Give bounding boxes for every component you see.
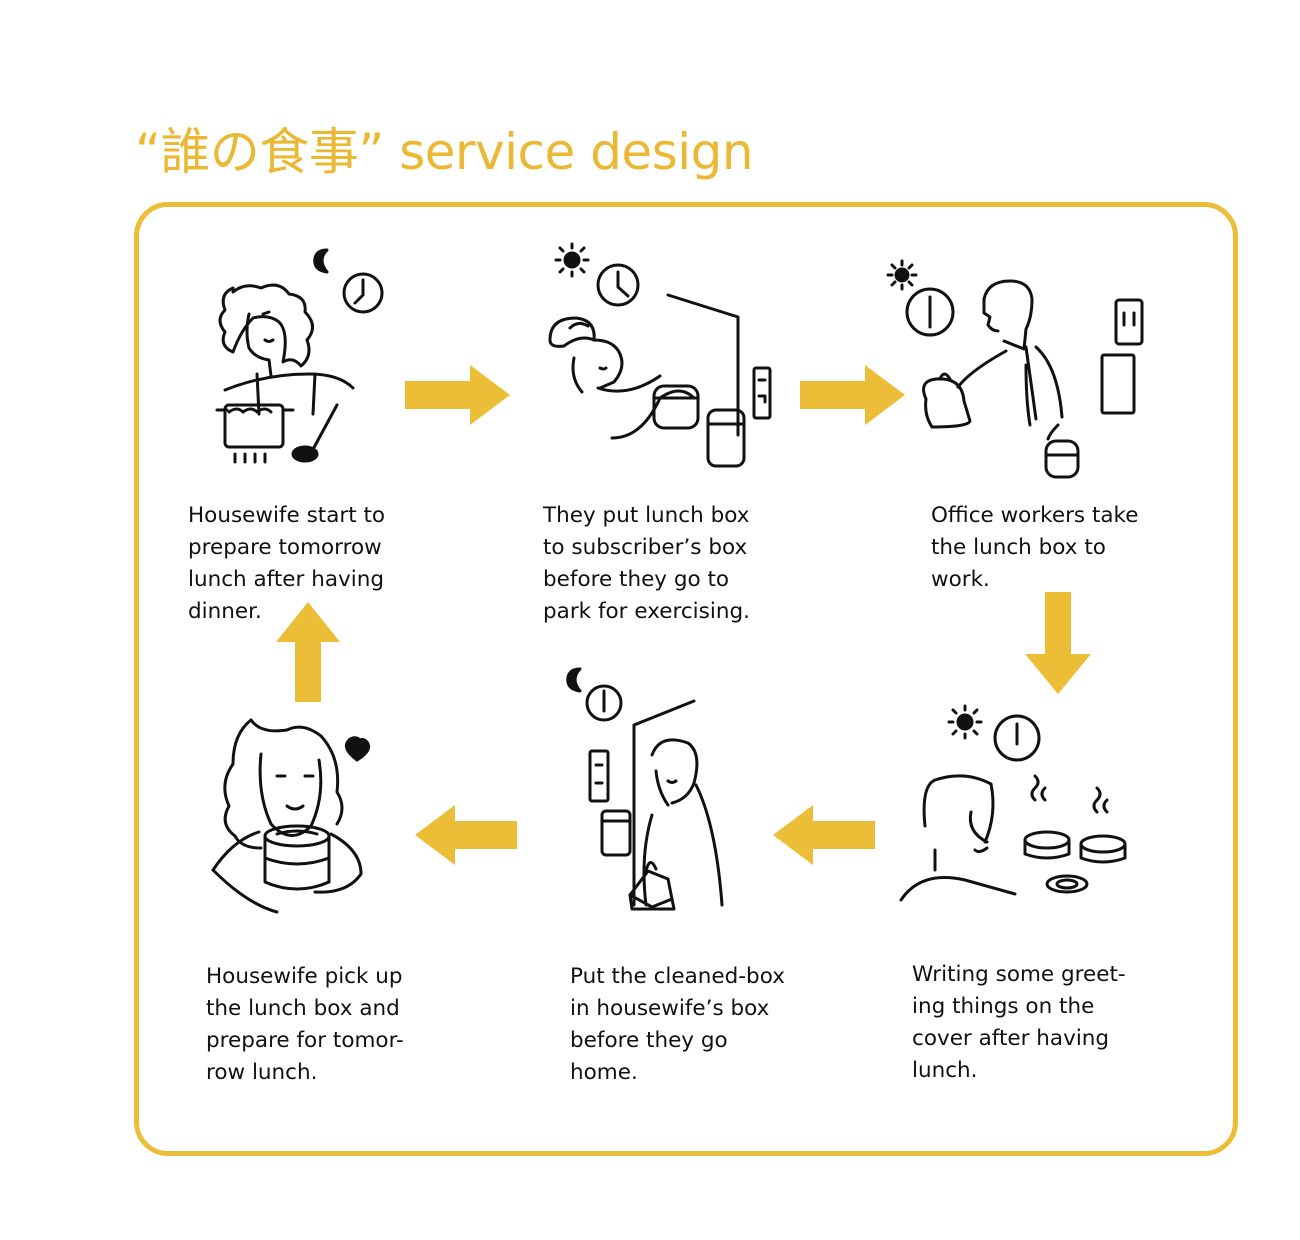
caption-line: lunch. — [912, 1058, 978, 1083]
moon-icon — [313, 248, 329, 274]
clock-icon — [342, 272, 384, 314]
step-5-illustration — [560, 665, 740, 940]
caption-line: before they go to — [543, 567, 730, 592]
arrow-step6-to-step1 — [276, 602, 340, 702]
moon-icon — [566, 667, 582, 693]
arrow-step2-to-step3 — [800, 365, 905, 425]
step-1-caption: Housewife start to prepare tomorrow lunc… — [188, 500, 385, 628]
caption-line: Housewife pick up — [206, 964, 403, 989]
caption-line: park for exercising. — [543, 599, 750, 624]
heart-icon — [344, 736, 371, 762]
arrow-step4-to-step5 — [773, 805, 875, 865]
caption-line: Writing some greet- — [912, 962, 1126, 987]
arrow-step3-to-step4 — [1025, 592, 1091, 694]
arrow-step1-to-step2 — [405, 365, 510, 425]
caption-line: prepare tomorrow — [188, 535, 382, 560]
caption-line: to subscriber’s box — [543, 535, 748, 560]
page-title: “誰の食事” service design — [135, 123, 754, 181]
step-3-illustration — [880, 255, 1150, 485]
step-2-caption: They put lunch box to subscriber’s box b… — [543, 500, 750, 628]
sun-icon — [886, 259, 918, 291]
caption-line: dinner. — [188, 599, 262, 624]
caption-line: prepare for tomor- — [206, 1028, 404, 1053]
caption-line: before they go — [570, 1028, 728, 1053]
step-6-illustration — [205, 710, 385, 930]
step-2-illustration — [540, 240, 780, 470]
caption-line: row lunch. — [206, 1060, 318, 1085]
step-1-illustration — [205, 240, 395, 470]
caption-line: Office workers take — [931, 503, 1139, 528]
cycle-frame — [134, 202, 1238, 1156]
caption-line: Housewife start to — [188, 503, 386, 528]
caption-line: the lunch box to — [931, 535, 1106, 560]
clock-icon — [596, 263, 640, 307]
clock-icon — [905, 287, 955, 337]
arrow-step5-to-step6 — [415, 805, 517, 865]
caption-line: They put lunch box — [543, 503, 750, 528]
step-5-caption: Put the cleaned-box in housewife’s box b… — [570, 961, 785, 1089]
clock-icon — [993, 714, 1041, 762]
caption-line: ing things on the — [912, 994, 1095, 1019]
caption-line: work. — [931, 567, 990, 592]
sun-icon — [554, 242, 590, 278]
step-6-caption: Housewife pick up the lunch box and prep… — [206, 961, 404, 1089]
clock-icon — [585, 684, 623, 722]
step-3-caption: Office workers take the lunch box to wor… — [931, 500, 1138, 596]
caption-line: the lunch box and — [206, 996, 400, 1021]
step-4-illustration — [895, 700, 1145, 910]
sun-icon — [947, 704, 983, 740]
caption-line: Put the cleaned-box — [570, 964, 785, 989]
step-4-caption: Writing some greet- ing things on the co… — [912, 959, 1126, 1087]
caption-line: cover after having — [912, 1026, 1110, 1051]
caption-line: in housewife’s box — [570, 996, 770, 1021]
caption-line: lunch after having — [188, 567, 384, 592]
caption-line: home. — [570, 1060, 638, 1085]
